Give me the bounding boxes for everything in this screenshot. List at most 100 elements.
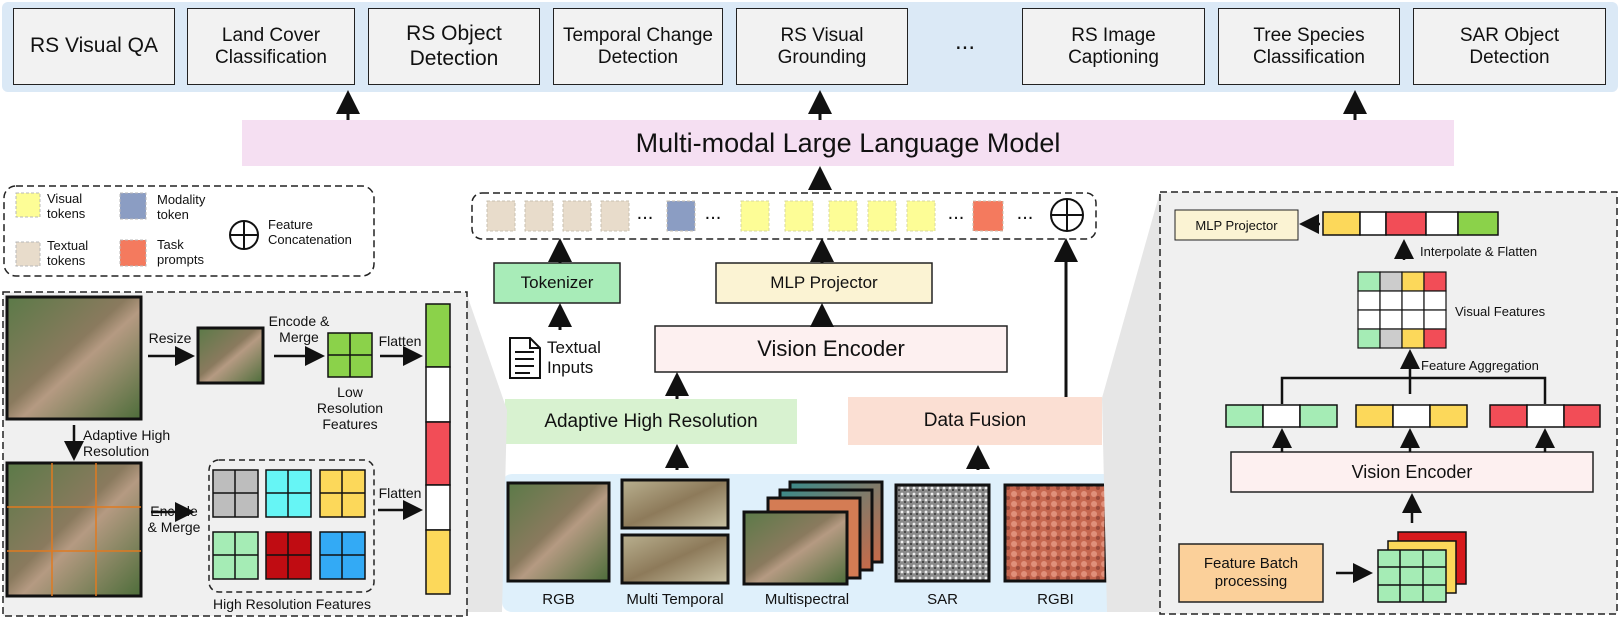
legend-task-label: Task prompts (157, 237, 204, 267)
resized-image (196, 326, 265, 385)
input-rgbi-label: RGBI (1037, 591, 1074, 608)
token-ellipsis-4: ... (1016, 202, 1034, 224)
hr-crop-grid (7, 463, 141, 596)
high-res-label: High Resolution Features (213, 596, 371, 612)
interpolate-label: Interpolate & Flatten (1420, 244, 1538, 259)
modality-token (666, 200, 696, 232)
mlp-projector-box (715, 262, 933, 304)
visual-feature-cell (1423, 271, 1447, 292)
data-fusion-box (848, 397, 1102, 445)
projected-token-row (1322, 211, 1499, 236)
flatten-top-label: Flatten (378, 333, 422, 349)
mlp-projector-label: MLP Projector (770, 273, 878, 292)
llm-output-arrows (336, 90, 1367, 190)
feature-batch-box (1178, 543, 1324, 603)
tokenizer-label: Tokenizer (520, 273, 594, 292)
visual-feature-cell (1357, 328, 1381, 349)
aggregation-label: Feature Aggregation (1421, 358, 1539, 373)
token-ellipsis-1: ... (636, 202, 654, 224)
left-panel-arrows (64, 346, 423, 522)
vision-encoder-box (654, 325, 1008, 373)
document-icon (509, 337, 541, 379)
legend-visual-swatch (15, 192, 41, 218)
token-ellipsis-2: ... (704, 202, 722, 224)
flatten-bottom-label: Flatten (378, 485, 422, 501)
legend-modality-label: Modality token (157, 192, 206, 222)
legend-textual-swatch (15, 241, 41, 267)
visual-feature-cell (1357, 271, 1381, 292)
right-vision-encoder-label: Vision Encoder (1351, 461, 1473, 482)
data-fusion-label: Data Fusion (923, 410, 1027, 431)
task-object-detection: RS Object Detection (368, 8, 540, 85)
right-panel-arrows (1272, 214, 1555, 583)
token-ellipsis-3: ... (947, 202, 965, 224)
input-rgb-label: RGB (542, 591, 575, 608)
right-vision-encoder-box (1230, 451, 1594, 493)
adaptive-hr-label: Adaptive High Resolution (544, 410, 758, 432)
visual-feature-cell (1379, 309, 1403, 330)
task-change-detection: Temporal Change Detection (553, 8, 723, 85)
sar-image (894, 483, 991, 583)
visual-feature-cell (1401, 328, 1425, 349)
right-mlp-box (1174, 209, 1299, 241)
visual-feature-cell (1379, 290, 1403, 311)
rgb-image (506, 481, 611, 583)
rgbi-image (1003, 483, 1108, 583)
hr-feature-grids (212, 469, 366, 580)
visual-feature-cell (1379, 328, 1403, 349)
task-image-captioning: RS Image Captioning (1022, 8, 1205, 85)
task-land-cover: Land Cover Classification (187, 8, 355, 85)
right-connector (1102, 192, 1160, 612)
encode-merge-top-label: Encode & Merge (268, 313, 330, 346)
multi-temporal-images (620, 478, 730, 585)
legend-box (3, 185, 375, 277)
left-connector (466, 292, 507, 612)
tokenizer-box (493, 262, 621, 304)
visual-feature-cell (1401, 290, 1425, 311)
flattened-token-column (425, 303, 451, 595)
low-res-label: Low Resolution Features (316, 384, 384, 433)
visual-feature-cell (1423, 328, 1447, 349)
hr-features-box (208, 459, 375, 593)
textual-inputs-label: Textual Inputs (547, 338, 601, 378)
low-res-feature-grid (327, 332, 373, 378)
textual-tokens (486, 200, 630, 232)
adaptive-hr-box (505, 399, 797, 444)
legend-task-swatch (119, 239, 147, 267)
visual-feature-cell (1423, 309, 1447, 330)
input-temporal-label: Multi Temporal (626, 591, 724, 608)
visual-feature-cell (1423, 290, 1447, 311)
concat-icon (1050, 198, 1084, 232)
visual-features-label: Visual Features (1455, 304, 1546, 319)
adaptive-label: Adaptive High Resolution (83, 427, 171, 460)
center-arrows (548, 238, 1078, 470)
resize-label: Resize (148, 330, 192, 346)
task-rs-visual-qa: RS Visual QA (13, 8, 175, 85)
input-sar-label: SAR (927, 591, 958, 608)
feature-batch-label: Feature Batch processing (1203, 555, 1299, 590)
legend-modality-swatch (119, 192, 147, 220)
visual-feature-cell (1401, 271, 1425, 292)
llm-bar (242, 120, 1454, 166)
llm-label: Multi-modal Large Language Model (635, 127, 1061, 158)
right-mlp-label: MLP Projector (1195, 217, 1278, 233)
input-multispectral-label: Multispectral (764, 591, 850, 608)
tasks-ellipsis: ... (954, 28, 975, 55)
task-visual-grounding: RS Visual Grounding (736, 8, 908, 85)
legend-concat-label: Feature Concatenation (268, 217, 352, 247)
encoder-output-rows (1225, 404, 1601, 428)
task-sar-detection: SAR Object Detection (1413, 8, 1606, 85)
visual-feature-cell (1401, 309, 1425, 330)
task-tree-species: Tree Species Classification (1218, 8, 1400, 85)
visual-feature-cell (1379, 271, 1403, 292)
hr-crop-image (5, 461, 143, 598)
visual-feature-cell (1357, 309, 1381, 330)
visual-tokens (740, 200, 936, 232)
vision-encoder-label: Vision Encoder (757, 336, 905, 361)
legend-concat-icon (229, 220, 259, 250)
visual-feature-cell (1357, 290, 1381, 311)
feature-batch-stack (1377, 531, 1467, 603)
original-image (5, 295, 143, 421)
